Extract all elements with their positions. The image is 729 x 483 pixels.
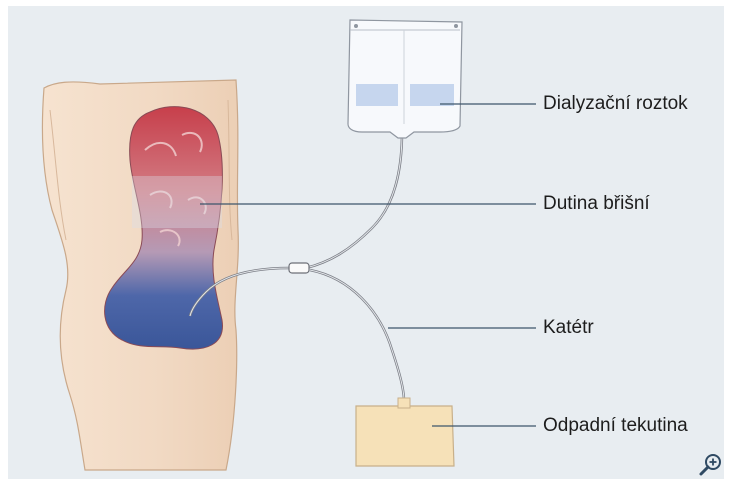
label-catheter: Katétr <box>543 317 594 339</box>
tube-to-solution-bag <box>306 132 402 268</box>
zoom-button[interactable] <box>698 452 724 478</box>
tube-connector <box>289 263 309 273</box>
solution-bag <box>348 20 462 138</box>
label-dialysis-solution: Dialyzační roztok <box>543 93 688 115</box>
label-abdominal-cavity: Dutina břišní <box>543 193 650 215</box>
label-waste-fluid: Odpadní tekutina <box>543 415 688 437</box>
tube-to-waste-bag <box>310 270 404 408</box>
waste-bag <box>356 406 454 466</box>
magnifier-plus-icon <box>698 452 724 478</box>
